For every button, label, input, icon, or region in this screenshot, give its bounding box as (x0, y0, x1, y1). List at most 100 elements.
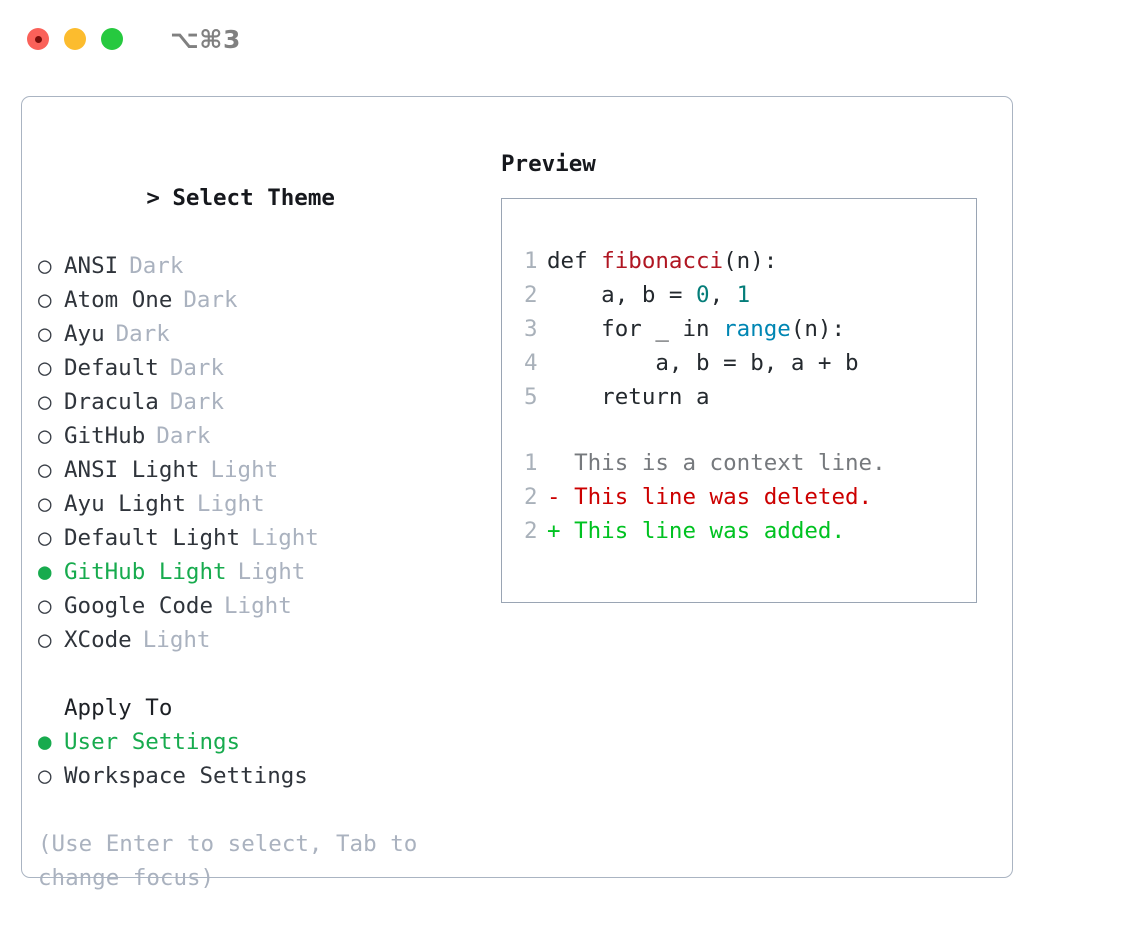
code-token-plain: (n): (790, 316, 846, 342)
code-token-plain: for _ in (547, 316, 724, 342)
diff-marker: + (547, 518, 561, 544)
code-line: 2 a, b = 0, 1 (524, 278, 976, 312)
close-window-button[interactable] (27, 28, 49, 50)
code-line: 1 def fibonacci(n): (524, 244, 976, 278)
diff-text: This is a context line. (560, 450, 886, 476)
radio-selected-icon: ● (38, 559, 52, 585)
code-line: 5 return a (524, 380, 976, 414)
code-line: 3 for _ in range(n): (524, 312, 976, 346)
radio-unselected-icon: ○ (38, 491, 52, 517)
code-token-plain: (n): (723, 248, 778, 274)
code-line-number: 3 (524, 316, 538, 342)
theme-name: ANSI (64, 253, 119, 279)
theme-name: Ayu (64, 321, 105, 347)
diff-sample: 1 This is a context line.2- This line wa… (524, 446, 976, 548)
theme-kind-badge: Dark (169, 355, 225, 381)
code-token-plain: , (709, 282, 737, 308)
theme-kind-badge: Light (251, 525, 319, 551)
theme-name: Ayu Light (64, 491, 186, 517)
code-token-call: range (723, 316, 791, 342)
keyboard-hint-text: (Use Enter to select, Tab to change focu… (38, 831, 418, 891)
theme-kind-badge: Dark (156, 423, 211, 449)
select-theme-heading: > Select Theme (38, 147, 478, 249)
theme-kind-badge: Dark (115, 321, 170, 347)
diff-line: 1 This is a context line. (524, 446, 976, 480)
theme-name: ANSI Light (64, 457, 200, 483)
diff-marker: - (547, 484, 561, 510)
code-line: 4 a, b = b, a + b (524, 346, 976, 380)
theme-list-item[interactable]: ○ XCode Light (38, 623, 478, 657)
code-token-num: 0 (696, 282, 710, 308)
diff-marker (547, 450, 561, 476)
theme-name: Dracula (64, 389, 159, 415)
radio-unselected-icon: ○ (38, 593, 52, 619)
theme-kind-badge: Dark (169, 389, 225, 415)
radio-unselected-icon: ○ (38, 525, 52, 551)
code-spacer (524, 414, 976, 446)
theme-kind-badge: Light (142, 627, 211, 653)
theme-kind-badge: Light (210, 457, 279, 483)
theme-name: XCode (64, 627, 132, 653)
diff-line-number: 1 (524, 450, 538, 476)
theme-name: Default Light (64, 525, 241, 551)
diff-text: This line was added. (560, 518, 846, 544)
theme-list-item[interactable]: ○ ANSI Light Light (38, 453, 478, 487)
radio-unselected-icon: ○ (38, 287, 52, 313)
minimize-window-button[interactable] (64, 28, 86, 50)
radio-unselected-icon: ○ (38, 457, 52, 483)
code-token-fn: fibonacci (601, 248, 724, 274)
radio-unselected-icon: ○ (38, 423, 52, 449)
code-token-plain: def (547, 248, 602, 274)
code-line-number: 2 (524, 282, 538, 308)
theme-list-item[interactable]: ○ ANSI Dark (38, 249, 478, 283)
theme-kind-badge: Dark (183, 287, 238, 313)
radio-selected-icon: ● (38, 729, 52, 755)
preview-heading: Preview (501, 151, 596, 177)
apply-to-label: User Settings (64, 729, 241, 755)
code-line-number: 5 (524, 384, 538, 410)
theme-list-item[interactable]: ○ GitHub Dark (38, 419, 478, 453)
theme-name: Google Code (64, 593, 214, 619)
radio-unselected-icon: ○ (38, 627, 52, 653)
theme-list-item[interactable]: ○ Ayu Light Light (38, 487, 478, 521)
apply-to-option[interactable]: ● User Settings (38, 725, 478, 759)
apply-to-section: Apply To ●User Settings○Workspace Settin… (38, 691, 478, 793)
theme-list-item[interactable]: ○ Default Dark (38, 351, 478, 385)
caret-icon: > (146, 185, 160, 211)
theme-list-item[interactable]: ○ Google Code Light (38, 589, 478, 623)
code-line-number: 1 (524, 248, 538, 274)
theme-kind-badge: Light (224, 593, 292, 619)
title-bar: ⌥⌘3 (0, 0, 1140, 78)
theme-kind-badge: Light (196, 491, 265, 517)
apply-to-option[interactable]: ○ Workspace Settings (38, 759, 478, 793)
theme-list-item[interactable]: ○ Atom One Dark (38, 283, 478, 317)
theme-kind-badge: Light (237, 559, 306, 585)
radio-unselected-icon: ○ (38, 763, 52, 789)
select-theme-title: Select Theme (172, 185, 335, 211)
code-token-num: 1 (736, 282, 751, 308)
diff-line: 2+ This line was added. (524, 514, 976, 548)
theme-kind-badge: Dark (129, 253, 184, 279)
diff-text: This line was deleted. (560, 484, 873, 510)
theme-name: Default (64, 355, 159, 381)
apply-to-label: Workspace Settings (64, 763, 308, 789)
theme-list-item[interactable]: ○ Default Light Light (38, 521, 478, 555)
code-token-plain: a, b = (547, 282, 697, 308)
radio-unselected-icon: ○ (38, 355, 52, 381)
code-token-plain: a, b = b, a + b (547, 350, 859, 376)
theme-name: Atom One (64, 287, 173, 313)
theme-name: GitHub (64, 423, 146, 449)
radio-unselected-icon: ○ (38, 253, 52, 279)
apply-to-options[interactable]: ● User Settings ○ Workspace Settings (38, 725, 478, 793)
keyboard-shortcut-label: ⌥⌘3 (170, 24, 241, 54)
zoom-window-button[interactable] (101, 28, 123, 50)
diff-line: 2- This line was deleted. (524, 480, 976, 514)
